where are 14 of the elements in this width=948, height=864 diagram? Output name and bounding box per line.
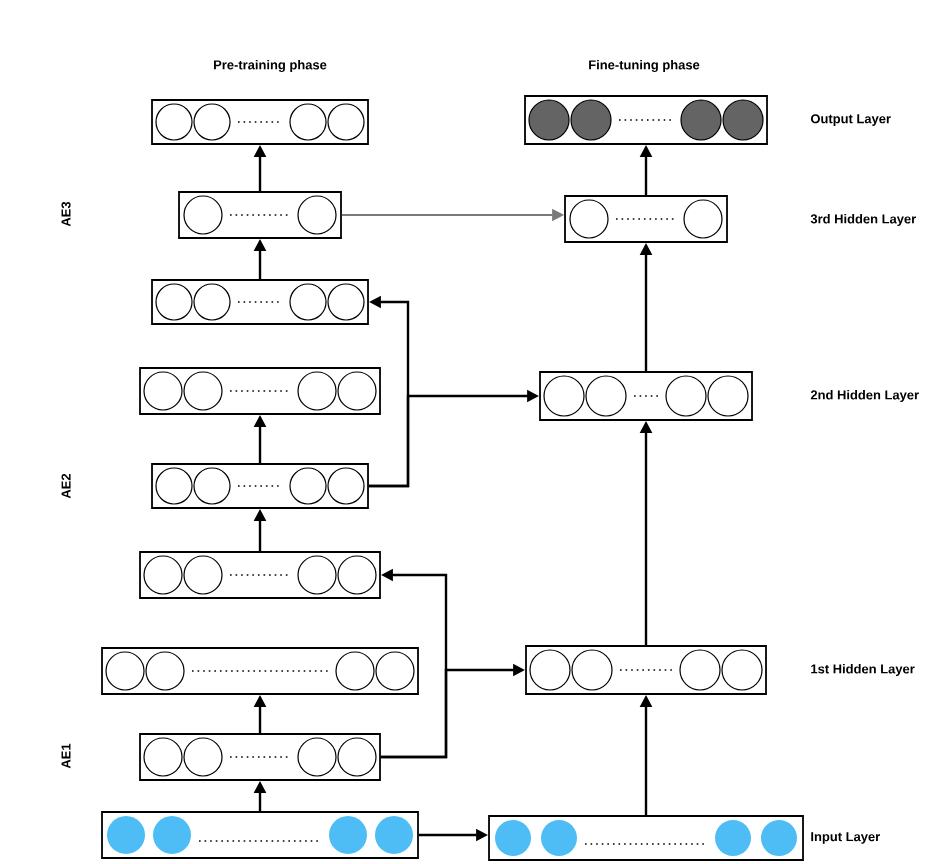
layer-box [488,815,804,861]
layer-box [101,647,419,695]
layer-box [524,95,768,145]
layer-box [151,279,369,325]
layer-box [178,191,342,239]
layer-box [151,99,369,145]
layer-box [139,551,381,599]
layer-box [151,463,369,509]
layer-box [101,811,419,859]
layer-box [539,371,753,421]
layer-box [525,645,767,695]
layer-box [139,367,381,415]
layer-box [139,733,381,781]
layer-box [564,195,728,243]
